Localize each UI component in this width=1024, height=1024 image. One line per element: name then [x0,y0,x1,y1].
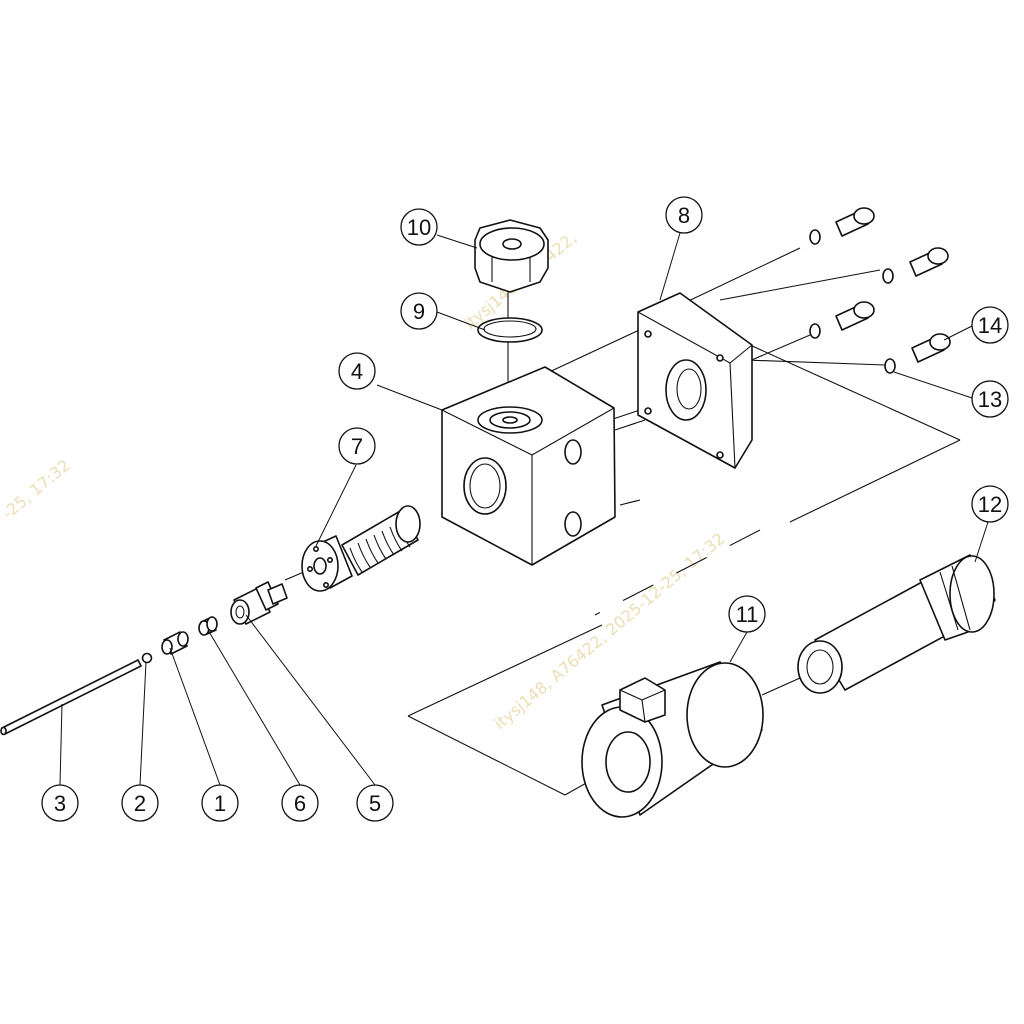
screw-1 [835,207,875,237]
construction-lines [284,247,961,796]
callout-6: 6 [281,784,319,822]
part-8-plate [637,292,753,469]
callout-label: 7 [351,434,363,459]
callout-label: 2 [134,791,146,816]
callout-10: 10 [400,208,438,246]
callout-label: 5 [369,791,381,816]
callout-1: 1 [201,784,239,822]
callout-label: 6 [294,791,306,816]
callout-label: 12 [978,492,1002,517]
callout-9: 9 [400,292,438,330]
callout-5: 5 [356,784,394,822]
callout-label: 14 [978,313,1002,338]
part-13-washers [809,229,896,374]
part-7-cartridge [301,505,421,592]
leader-lines [59,232,989,786]
callout-label: 9 [413,299,425,324]
callout-label: 11 [736,602,759,627]
part-10-hex-nut [474,219,549,293]
callout-label: 1 [214,791,226,816]
part-1-sleeve [161,631,189,655]
part-9-o-ring [477,317,543,343]
part-11-coil [581,661,764,818]
callout-label: 3 [54,791,66,816]
watermark-2: -25, 17:32 [0,456,74,524]
screw-2 [909,247,949,277]
callout-4: 4 [338,352,376,390]
part-4-valve-block [441,366,616,566]
callout-13: 13 [971,380,1009,418]
callout-label: 8 [678,203,690,228]
part-12-tube [797,554,996,694]
part-5-fitting [230,581,288,625]
callout-3: 3 [41,784,79,822]
callout-14: 14 [971,306,1009,344]
callout-12: 12 [971,485,1009,523]
callout-8: 8 [665,196,703,234]
watermarks: itysj148, A76422, -25, 17:32 itysj148, A… [0,228,729,733]
callout-7: 7 [338,427,376,465]
callout-2: 2 [121,784,159,822]
part-3-pin [0,659,142,736]
screw-4 [911,333,951,363]
screw-3 [835,301,875,331]
part-14-screws [835,207,951,363]
callout-label: 4 [351,359,363,384]
callout-label: 13 [978,387,1002,412]
callout-11: 11 [728,595,766,633]
part-6-ring [198,616,218,636]
part-2-ball [141,652,153,664]
callout-label: 10 [407,215,431,240]
